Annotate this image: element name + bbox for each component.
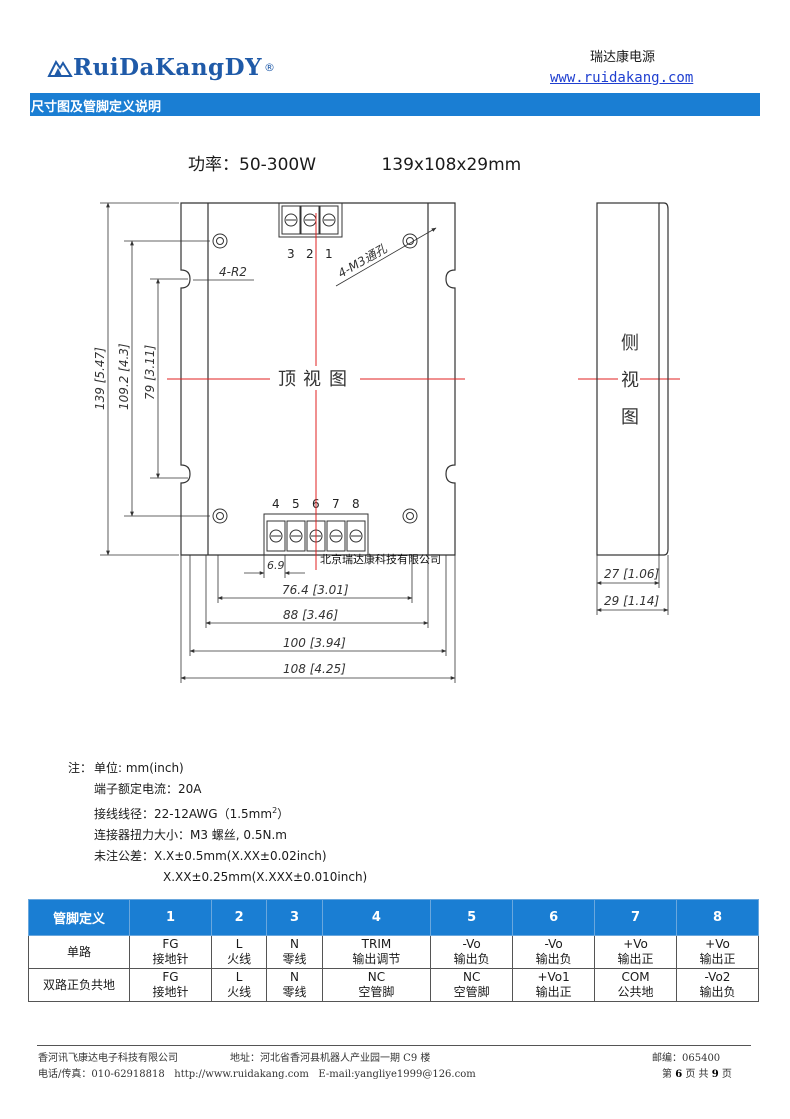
note-tolerance-2: X.XX±0.25mm(X.XXX±0.010inch) bbox=[163, 870, 368, 884]
terminal-number-7: 7 bbox=[332, 497, 340, 511]
page-prefix: 第 bbox=[662, 1069, 672, 1080]
notes-prefix: 注： bbox=[68, 761, 93, 775]
registered-mark: ® bbox=[263, 60, 275, 74]
section-title: 尺寸图及管脚定义说明 bbox=[31, 100, 162, 115]
table-header-cell: 4 bbox=[321, 899, 432, 936]
page-mid: 页 共 bbox=[685, 1069, 709, 1080]
terminal-number-4: 4 bbox=[272, 497, 280, 511]
side-view-outline bbox=[596, 202, 669, 615]
row-label: 双路正负共地 bbox=[28, 968, 130, 1002]
dim-139: 139 [5.47] bbox=[93, 347, 107, 410]
dim-76: 76.4 [3.01] bbox=[282, 583, 349, 597]
row-label: 单路 bbox=[28, 935, 130, 969]
table-header-cell: 6 bbox=[512, 899, 596, 936]
note-wire: 接线线径：22-12AWG（1.5mm2） bbox=[68, 800, 367, 825]
dim-79: 79 [3.11] bbox=[143, 345, 157, 400]
footer-divider bbox=[37, 1045, 751, 1046]
corner-radius-label: 4-R2 bbox=[219, 265, 247, 279]
side-view-label-1: 侧 bbox=[621, 333, 639, 354]
horizontal-dimensions bbox=[180, 555, 456, 683]
dimension-drawing: 3 2 1 4 5 6 7 8 顶 视 图 4-R2 4-M3通孔 139 [5… bbox=[93, 202, 680, 683]
side-view-label-3: 图 bbox=[621, 407, 639, 428]
logo-text: RuiDaKangDY bbox=[73, 53, 262, 81]
power-spec: 功率：50-300W bbox=[188, 155, 317, 175]
table-header-cell: 3 bbox=[266, 899, 323, 936]
section-banner bbox=[30, 93, 760, 116]
top-view-label-3: 图 bbox=[329, 369, 347, 390]
table-header-row: 管脚定义 1 2 3 4 5 6 7 8 bbox=[28, 899, 759, 936]
terminal-number-5: 5 bbox=[292, 497, 300, 511]
footer-company: 香河讯飞康达电子科技有限公司 bbox=[38, 1053, 178, 1064]
dim-109: 109.2 [4.3] bbox=[117, 343, 131, 410]
page-current: 6 bbox=[675, 1069, 683, 1080]
terminal-number-8: 8 bbox=[352, 497, 360, 511]
note-current: 端子额定电流：20A bbox=[94, 782, 202, 796]
page-total: 9 bbox=[711, 1069, 719, 1080]
note-wire-sup: 2 bbox=[272, 806, 278, 815]
dim-side-27: 27 [1.06] bbox=[604, 567, 659, 581]
vertical-dimensions bbox=[100, 202, 210, 556]
top-view-label-1: 顶 bbox=[278, 369, 296, 390]
page-indicator: 第 6 页 共 9 页 bbox=[662, 1065, 732, 1080]
note-wire-a: 接线线径：22-12AWG（1.5mm bbox=[94, 807, 273, 821]
terminal-number-2: 2 bbox=[306, 247, 314, 261]
dim-side-29: 29 [1.14] bbox=[604, 594, 659, 608]
dim-88: 88 [3.46] bbox=[283, 608, 338, 622]
table-header-cell: 5 bbox=[430, 899, 514, 936]
table-header-cell: 7 bbox=[594, 899, 677, 936]
footer-postcode: 邮编：065400 bbox=[652, 1053, 721, 1064]
terminal-block-top bbox=[278, 202, 343, 238]
table-header-cell: 8 bbox=[676, 899, 759, 936]
company-logo: RuiDaKangDY ® bbox=[47, 52, 275, 82]
spec-line: 功率：50-300W 139x108x29mm bbox=[188, 150, 581, 175]
company-name: 瑞达康电源 bbox=[590, 50, 656, 65]
table-header-cell: 2 bbox=[210, 899, 268, 936]
dim-108: 108 [4.25] bbox=[283, 662, 346, 676]
overlay-company-text: 北京瑞达康科技有限公司 bbox=[320, 552, 441, 566]
table-header-cell: 管脚定义 bbox=[28, 899, 130, 936]
side-view-label-2: 视 bbox=[621, 370, 639, 391]
footer-contact: 电话/传真：010-62918818 http://www.ruidakang.… bbox=[38, 1069, 476, 1080]
terminal-number-1: 1 bbox=[325, 247, 333, 261]
notes: 注： 单位: mm(inch) 端子额定电流：20A 接线线径：22-12AWG… bbox=[68, 758, 367, 888]
footer-address: 地址：河北省香河县机器人产业园一期 C9 楼 bbox=[230, 1053, 431, 1064]
note-tolerance-1: 未注公差：X.X±0.5mm(X.XX±0.02inch) bbox=[94, 849, 327, 863]
terminal-number-3: 3 bbox=[287, 247, 295, 261]
website-link[interactable]: www.ruidakang.com bbox=[550, 70, 694, 86]
page-suffix: 页 bbox=[721, 1069, 732, 1080]
note-unit: 单位: mm(inch) bbox=[94, 761, 184, 775]
table-header-cell: 1 bbox=[129, 899, 212, 936]
dim-100: 100 [3.94] bbox=[283, 636, 346, 650]
dim-6-9: 6.9 bbox=[267, 559, 285, 572]
hole-label: 4-M3通孔 bbox=[336, 241, 391, 281]
note-wire-b: ） bbox=[277, 807, 290, 821]
size-spec: 139x108x29mm bbox=[381, 155, 522, 175]
note-torque: 连接器扭力大小：M3 螺丝, 0.5N.m bbox=[94, 828, 287, 842]
top-view-label-2: 视 bbox=[303, 369, 321, 390]
mountain-logo-icon bbox=[47, 60, 73, 77]
